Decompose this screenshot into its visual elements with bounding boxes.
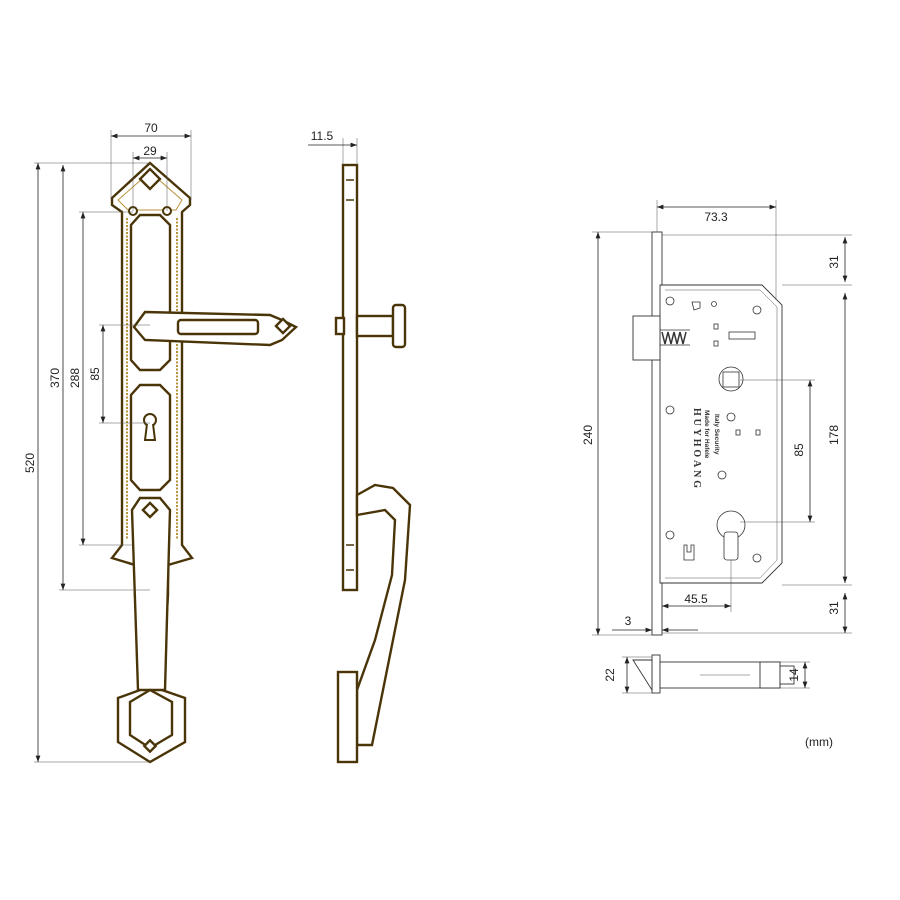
lock-bottom-view: 22 14	[603, 654, 810, 694]
lock-body-view: HUYHOANG Made for Hafele Italy Security	[632, 231, 783, 636]
units-label: (mm)	[805, 735, 833, 749]
dim-height-total: 520	[23, 453, 37, 473]
dim-faceplate: 3	[625, 614, 632, 628]
dim-width-inner: 29	[143, 144, 157, 158]
dim-backset: 45.5	[684, 592, 708, 606]
dim-lock-width: 73.3	[704, 210, 728, 224]
dim-top-offset: 31	[827, 255, 841, 269]
dim-lock-lever-to-key: 85	[792, 443, 806, 457]
dim-bottom-offset: 31	[827, 601, 841, 615]
lock-text-line1: Made for Hafele	[703, 410, 710, 459]
dim-width-outer: 70	[144, 121, 158, 135]
dim-thickness: 11.5	[311, 129, 334, 143]
handle-front-view	[109, 161, 299, 764]
handle-side-view	[334, 163, 412, 764]
handle-side-dimensions: 11.5	[308, 129, 358, 165]
lock-body-dimensions: 73.3 240 31 178 85 31 45.5 3	[581, 200, 852, 636]
lock-text-line2: Italy Security	[713, 414, 720, 455]
dim-body-height: 178	[827, 425, 841, 445]
dim-lock-height: 240	[581, 425, 595, 445]
dim-bottom-faceplate: 22	[603, 668, 617, 682]
dim-body-thickness: 14	[787, 668, 801, 682]
dim-height-plate: 370	[48, 368, 62, 388]
dim-lever-to-key: 85	[88, 367, 102, 381]
dim-screw-span: 288	[68, 368, 82, 388]
handle-front-dimensions: 70 29 520 370 288 85	[23, 121, 192, 763]
